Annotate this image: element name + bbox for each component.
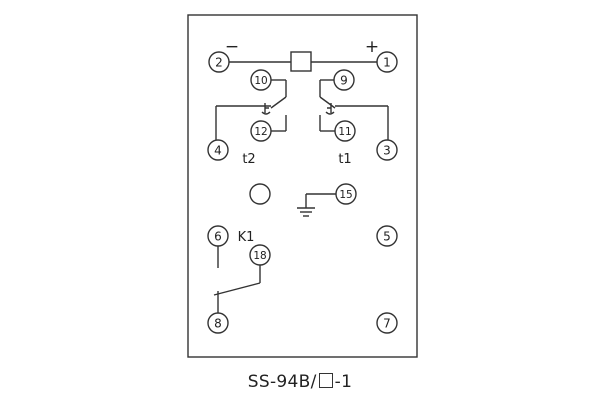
k1-switch-blade [213,282,261,296]
t2-switch-blade [270,96,287,109]
model-placeholder-box [318,373,333,388]
pin-18: 18 [249,244,271,266]
svg-text:10: 10 [254,75,267,87]
svg-text:11: 11 [338,126,351,138]
pin-9: 9 [333,69,355,91]
pin-2: 2 [208,51,230,73]
pin-7: 7 [376,312,398,334]
svg-text:8: 8 [214,317,222,331]
pin-12: 12 [250,120,272,142]
svg-text:7: 7 [383,317,391,331]
model-prefix: SS-94B/ [247,372,317,392]
plus-sign: + [365,37,379,57]
pin-5: 5 [376,225,398,247]
pin-8: 8 [207,312,229,334]
relay-outline [187,14,418,358]
label-t2: t2 [242,152,255,167]
mounting-hole [249,183,271,205]
svg-text:9: 9 [340,74,348,88]
svg-text:5: 5 [383,230,391,244]
pin-3: 3 [376,139,398,161]
label-t1: t1 [338,152,351,167]
coil-symbol [290,51,312,72]
svg-text:12: 12 [254,126,267,138]
pin-6: 6 [207,225,229,247]
t1-switch-blade [319,96,336,109]
model-suffix: -1 [334,372,353,392]
pin-15: 15 [335,183,357,205]
svg-text:1: 1 [383,56,391,70]
t1-delay-symbol [325,103,335,115]
svg-text:3: 3 [383,144,391,158]
pin-11: 11 [334,120,356,142]
minus-sign: − [225,37,239,57]
t2-delay-symbol [261,103,271,115]
pin-4: 4 [207,139,229,161]
svg-text:15: 15 [339,189,352,201]
pin-10: 10 [250,69,272,91]
pin-1: 1 [376,51,398,73]
svg-text:6: 6 [214,230,222,244]
model-caption: SS-94B/ -1 [0,372,600,392]
svg-text:4: 4 [214,144,222,158]
svg-text:2: 2 [215,56,223,70]
label-k1: K1 [238,230,255,245]
svg-text:18: 18 [253,250,266,262]
